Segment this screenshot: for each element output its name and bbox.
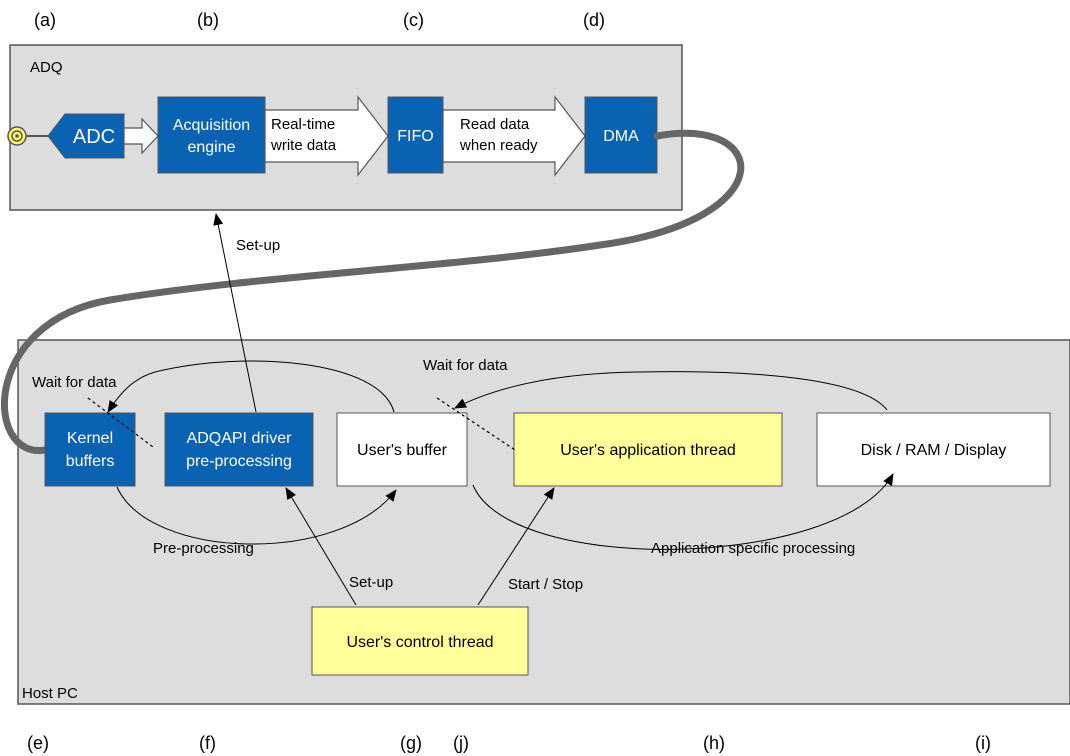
realtime-label-line2: write data [270,137,337,154]
disk-ram-display-block [816,412,1051,487]
kernel-label-line1: Kernel [67,430,113,447]
control-thread-label: User's control thread [346,634,493,651]
column-label-i: (i) [975,733,991,753]
read-label-line2: when ready [459,137,538,154]
acq-label-line1: Acquisition [173,117,250,134]
column-label-g: (g) [400,733,422,753]
wait-for-data-label-1: Wait for data [32,374,117,391]
acquisition-engine-block [157,96,266,174]
host-pc-panel [17,339,1070,705]
disk-label: Disk / RAM / Display [861,442,1007,459]
setup-label-top: Set-up [236,237,280,254]
dma-block [584,96,658,174]
pcie-cable [0,129,745,454]
adq-panel-title: ADQ [30,59,63,76]
column-label-e: (e) [27,733,49,753]
column-label-c: (c) [403,10,424,30]
dma-label: DMA [603,128,639,145]
host-pc-panel-title: Host PC [22,685,78,702]
coax-connector-icon [7,126,27,146]
wait-for-data-arrow-2 [454,371,888,411]
users-buffer-label: User's buffer [357,442,448,459]
realtime-label-line1: Real-time [271,116,335,133]
driver-label-line2: pre-processing [186,453,292,470]
read-data-arrow [442,95,586,177]
adc-label: ADC [73,126,115,148]
wait-for-data-dashed-1 [87,397,154,448]
setup-arrow-top [213,213,257,413]
fifo-block [387,96,444,174]
fifo-label: FIFO [397,128,433,145]
column-label-j: (j) [453,733,469,753]
kernel-buffers-block [44,412,136,487]
adc-to-acq-arrow [123,117,159,155]
wait-for-data-dashed-2 [436,397,516,451]
users-control-thread-block [311,606,529,676]
wait-for-data-label-2: Wait for data [423,357,508,374]
pre-processing-arrow [116,486,397,545]
start-stop-label: Start / Stop [508,576,583,593]
setup-arrow-bottom [285,487,357,606]
wait-for-data-arrow-1 [107,360,395,413]
read-label-line1: Read data [460,116,530,133]
column-label-h: (h) [703,733,725,753]
start-stop-arrow [477,487,555,606]
pre-processing-label: Pre-processing [153,540,254,557]
app-processing-label: Application specific processing [651,540,855,557]
kernel-label-line2: buffers [66,453,115,470]
app-thread-label: User's application thread [560,442,736,459]
setup-label-bottom: Set-up [349,574,393,591]
column-label-a: (a) [34,10,56,30]
column-label-f: (f) [199,733,216,753]
users-application-thread-block [513,412,783,487]
app-processing-arrow [472,473,894,550]
users-buffer-block [336,412,468,487]
column-label-b: (b) [197,10,219,30]
column-label-d: (d) [583,10,605,30]
realtime-write-arrow [264,95,389,177]
acq-label-line2: engine [187,139,235,156]
adqapi-driver-block [164,412,314,487]
driver-label-line1: ADQAPI driver [187,430,293,447]
